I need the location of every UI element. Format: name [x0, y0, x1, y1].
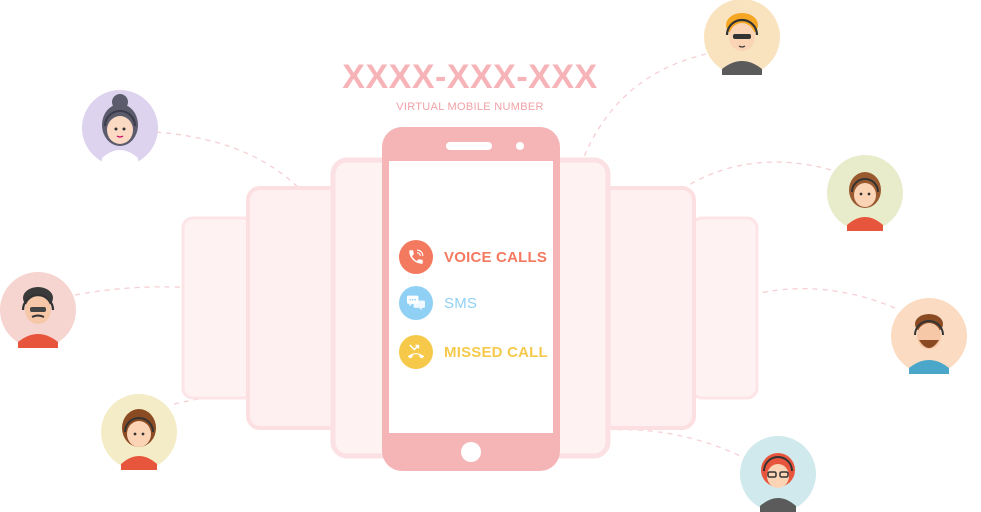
agent-avatar-male: [891, 298, 967, 374]
ghost-phone-left-2: [246, 186, 345, 430]
agent-avatar-female: [82, 90, 158, 166]
feature-label: MISSED CALL: [444, 343, 548, 361]
feature-label: VOICE CALLS: [444, 248, 548, 266]
feature-voice-calls: VOICE CALLS: [399, 240, 547, 274]
phone-camera: [516, 142, 524, 150]
phone-home-button: [461, 442, 481, 462]
ghost-phone-right-2: [600, 186, 696, 430]
connector-line: [751, 287, 896, 309]
feature-missed-call: MISSED CALL: [399, 335, 548, 369]
feature-sms: SMS: [399, 286, 477, 320]
agent-avatar-male: [704, 0, 780, 75]
agent-avatar-male: [0, 272, 76, 348]
connector-line: [577, 53, 707, 173]
virtual-number-caption: VIRTUAL MOBILE NUMBER: [396, 101, 544, 113]
agent-avatar-female: [740, 436, 816, 512]
phone-call-icon: [399, 240, 433, 274]
agent-avatar-female: [101, 394, 177, 470]
missed-call-icon: [399, 335, 433, 369]
agent-avatar-female: [827, 155, 903, 231]
virtual-number-display: XXXX-XXX-XXX: [342, 58, 598, 96]
feature-label: SMS: [444, 294, 478, 312]
phone-speaker: [446, 142, 492, 150]
ghost-phone-left-3: [181, 216, 255, 400]
ghost-phone-right-3: [690, 216, 759, 400]
chat-bubbles-icon: [399, 286, 433, 320]
connector-line: [611, 429, 749, 461]
